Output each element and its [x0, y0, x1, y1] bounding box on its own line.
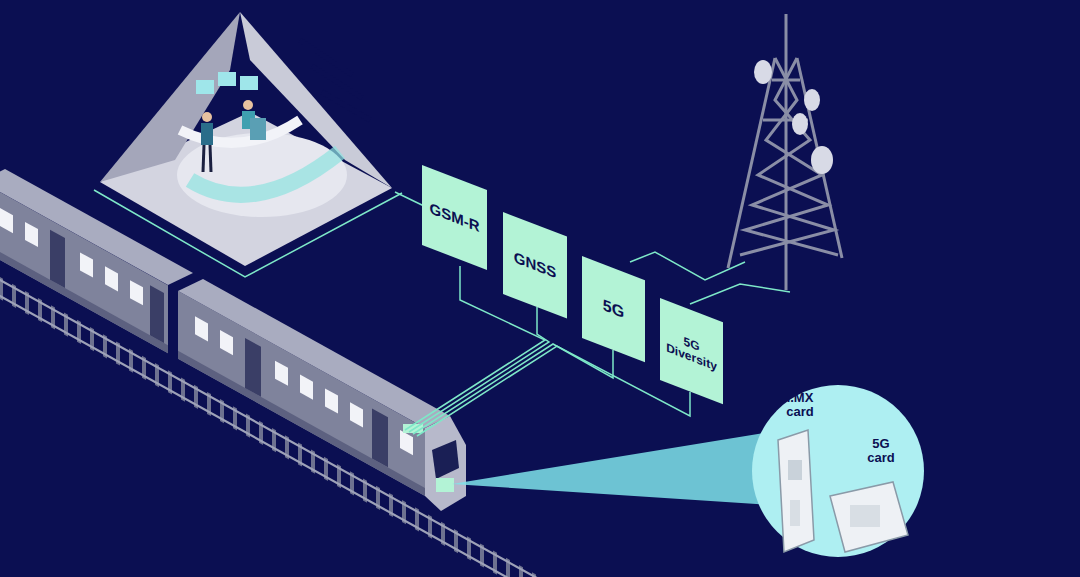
person-head [202, 112, 212, 122]
door [372, 408, 388, 467]
person-body [201, 123, 213, 145]
onboard-unit [436, 478, 454, 492]
node-text: GNSS [514, 249, 557, 282]
roof-slit [300, 40, 352, 75]
window [220, 330, 233, 355]
door [150, 285, 164, 343]
tower-leg [797, 58, 842, 258]
train-nose [425, 416, 466, 511]
chip [788, 460, 802, 480]
window [275, 361, 288, 386]
window [25, 222, 38, 247]
dish-antenna [804, 89, 820, 111]
node-text: i.MX card [776, 391, 824, 420]
callout-circle: i.MX card 5G card [752, 385, 924, 557]
wire [395, 192, 424, 206]
monitor [218, 72, 236, 86]
monitor [196, 80, 214, 94]
dish-antenna [792, 113, 808, 135]
node-text: GSM-R [430, 200, 480, 236]
carriage-side [178, 291, 425, 496]
window [325, 388, 338, 413]
imx-card [778, 430, 814, 552]
radio-panel: GNSS [503, 212, 567, 319]
window [400, 430, 413, 455]
monitor [240, 76, 258, 90]
window [350, 402, 363, 427]
carriage-skirt [178, 351, 425, 496]
glass-desk [190, 152, 340, 195]
node-text: 5G Diversity [663, 327, 720, 375]
window [105, 266, 118, 291]
dish-antenna [811, 146, 833, 174]
tower-crossbar [772, 79, 800, 82]
window [80, 252, 93, 277]
callout-beam [452, 432, 770, 505]
roof-slit [322, 92, 370, 120]
wire [417, 346, 690, 436]
node-text: 5G [603, 296, 624, 322]
wire [690, 284, 790, 304]
node-text: 5G card [858, 437, 904, 466]
window [130, 280, 143, 305]
radio-panel: 5G [582, 256, 645, 362]
radio-tower [728, 14, 842, 290]
roof-slit [312, 66, 362, 98]
window [300, 375, 313, 400]
wire [409, 307, 549, 432]
radio-panel: GSM-R [422, 165, 487, 270]
window [195, 316, 208, 341]
person-leg [203, 145, 204, 172]
window [0, 208, 13, 233]
person-head [243, 100, 253, 110]
chair [250, 118, 266, 140]
person-leg [210, 145, 211, 172]
tower-bracing [745, 58, 838, 255]
connector [790, 500, 800, 526]
carriage-skirt [0, 241, 168, 353]
tower-spire [785, 14, 788, 58]
tower-leg [785, 58, 788, 290]
desk [180, 120, 300, 143]
dish-antenna [754, 60, 772, 84]
modem-module [850, 505, 880, 527]
wire [630, 252, 745, 280]
door [50, 230, 65, 288]
radio-panel: 5G Diversity [660, 298, 723, 404]
room-platform [177, 133, 347, 217]
fiveg-card [830, 482, 908, 552]
wire [413, 344, 613, 434]
windshield [432, 440, 459, 479]
door [245, 338, 261, 397]
